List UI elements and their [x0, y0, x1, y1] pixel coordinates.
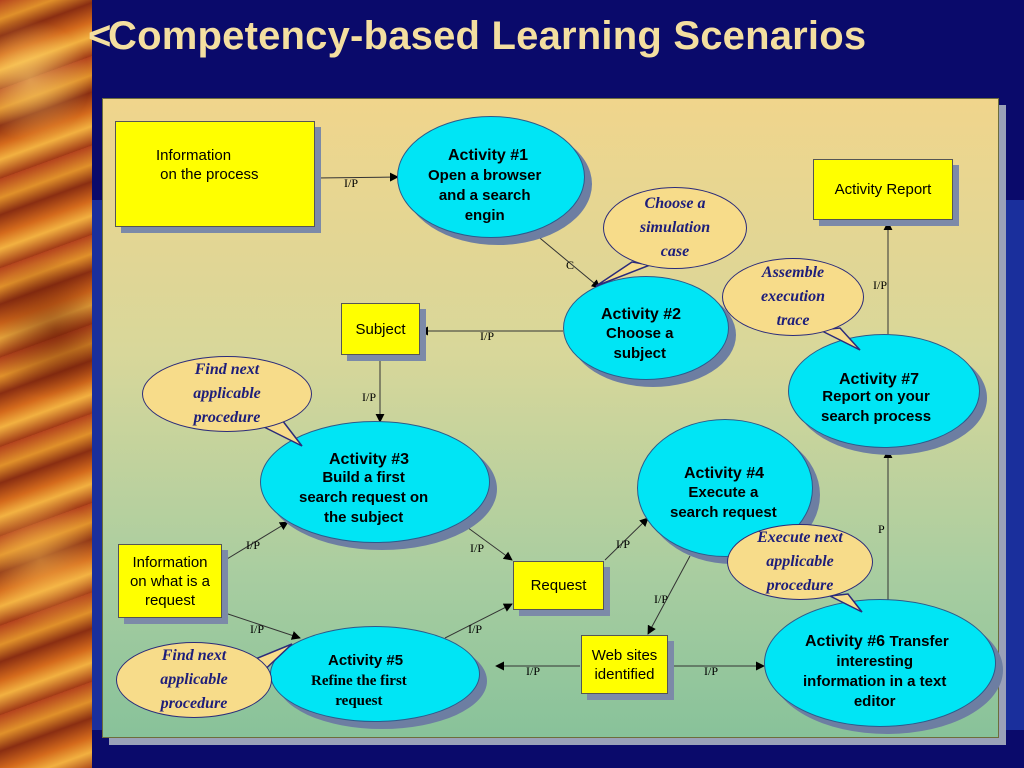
- activity-2-node: Activity #2 Choose a subject: [563, 276, 729, 380]
- activity-6-title-suffix: Transfer: [889, 633, 949, 650]
- activity-2-title: Activity #2: [601, 306, 682, 323]
- activity-5-title: Activity #5: [328, 652, 404, 669]
- callout-assemble-trace-text: Assemble execution trace: [761, 264, 825, 329]
- edge-label: I/P: [526, 664, 541, 678]
- callout-find-next-procedure-2-text: Find next applicable procedure: [160, 647, 228, 712]
- page-title: Competency-based Learning Scenarios: [108, 14, 867, 58]
- edge-activity3-to-request: [459, 521, 513, 561]
- edge-info-to-activity1: [315, 172, 399, 182]
- websites-label: Web sites identified: [591, 646, 658, 683]
- edge-label: I/P: [616, 537, 631, 551]
- callout-execute-next-procedure-text: Execute next applicable procedure: [757, 529, 843, 594]
- decorative-gear-pattern: [0, 0, 92, 768]
- info-process-label: Information on the process: [156, 147, 259, 183]
- activity-6-title: Activity #6 Transfer: [805, 633, 949, 651]
- edge-activity5-to-request: [444, 603, 513, 639]
- subject-label: Subject: [355, 320, 406, 338]
- activity-7-title: Activity #7: [839, 371, 920, 388]
- edge-label: I/P: [654, 592, 669, 606]
- subject-box: Subject: [341, 303, 420, 355]
- activity-report-label: Activity Report: [834, 181, 932, 198]
- edge-label: I/P: [873, 278, 888, 292]
- activity-3-node: Activity #3 Build a first search request…: [260, 421, 490, 543]
- callout-tail-execute-next: [827, 593, 863, 613]
- edge-label: I/P: [480, 329, 495, 343]
- edge-label: I/P: [468, 622, 483, 636]
- edge-label: I/P: [362, 390, 377, 404]
- edge-info-request-to-activity5: [221, 611, 301, 640]
- info-process-box: Information on the process: [115, 121, 315, 227]
- activity-3-desc: Build a first search request on the subj…: [299, 469, 429, 526]
- activity-1-node: Activity #1 Open a browser and a search …: [397, 116, 585, 238]
- activity-5-node: Activity #5 Refine the first request: [270, 626, 480, 722]
- activity-6-title-main: Activity #6: [805, 633, 886, 650]
- edge-label: P: [878, 522, 885, 536]
- edge-label: I/P: [250, 622, 265, 636]
- title-decoration: <: [88, 14, 112, 58]
- request-label: Request: [530, 577, 587, 594]
- activity-5-desc: Refine the first request: [311, 673, 407, 709]
- callout-choose-simulation: Choose a simulation case: [603, 187, 747, 269]
- edge-label: I/P: [704, 664, 719, 678]
- edge-activity1-to-activity2: [534, 233, 601, 289]
- activity-4-title: Activity #4: [684, 465, 765, 482]
- activity-6-desc: interesting information in a text editor: [803, 653, 947, 710]
- callout-tail-choose-sim: [595, 261, 653, 287]
- info-request-label: Information on what is a request: [129, 553, 211, 609]
- request-box: Request: [513, 561, 604, 610]
- callout-find-next-procedure-1: Find next applicable procedure: [142, 356, 312, 432]
- activity-3-title: Activity #3: [329, 451, 410, 468]
- edge-label: C: [566, 258, 575, 272]
- activity-report-box: Activity Report: [813, 159, 953, 220]
- edge-activity4-to-websites: [647, 555, 691, 635]
- callout-execute-next-procedure: Execute next applicable procedure: [727, 524, 873, 600]
- callout-find-next-procedure-1-text: Find next applicable procedure: [193, 361, 261, 426]
- edge-request-to-activity4: [604, 517, 649, 561]
- callout-choose-simulation-text: Choose a simulation case: [639, 195, 711, 260]
- activity-7-desc: Report on your search process: [821, 388, 932, 425]
- activity-7-node: Activity #7 Report on your search proces…: [788, 334, 980, 448]
- edge-info-request-to-activity3: [221, 521, 289, 563]
- activity-1-title: Activity #1: [448, 147, 529, 164]
- edge-label: I/P: [344, 176, 359, 190]
- edge-label: I/P: [470, 541, 485, 555]
- activity-6-node: Activity #6 Transfer interesting informa…: [764, 599, 996, 727]
- info-request-box: Information on what is a request: [118, 544, 222, 618]
- edge-label: I/P: [246, 538, 261, 552]
- activity-1-desc: Open a browser and a search engin: [428, 167, 542, 224]
- websites-box: Web sites identified: [581, 635, 668, 694]
- activity-4-desc: Execute a search request: [670, 484, 777, 521]
- callout-find-next-procedure-2: Find next applicable procedure: [116, 642, 272, 718]
- callout-assemble-trace: Assemble execution trace: [722, 258, 864, 336]
- activity-2-desc: Choose a subject: [606, 325, 674, 362]
